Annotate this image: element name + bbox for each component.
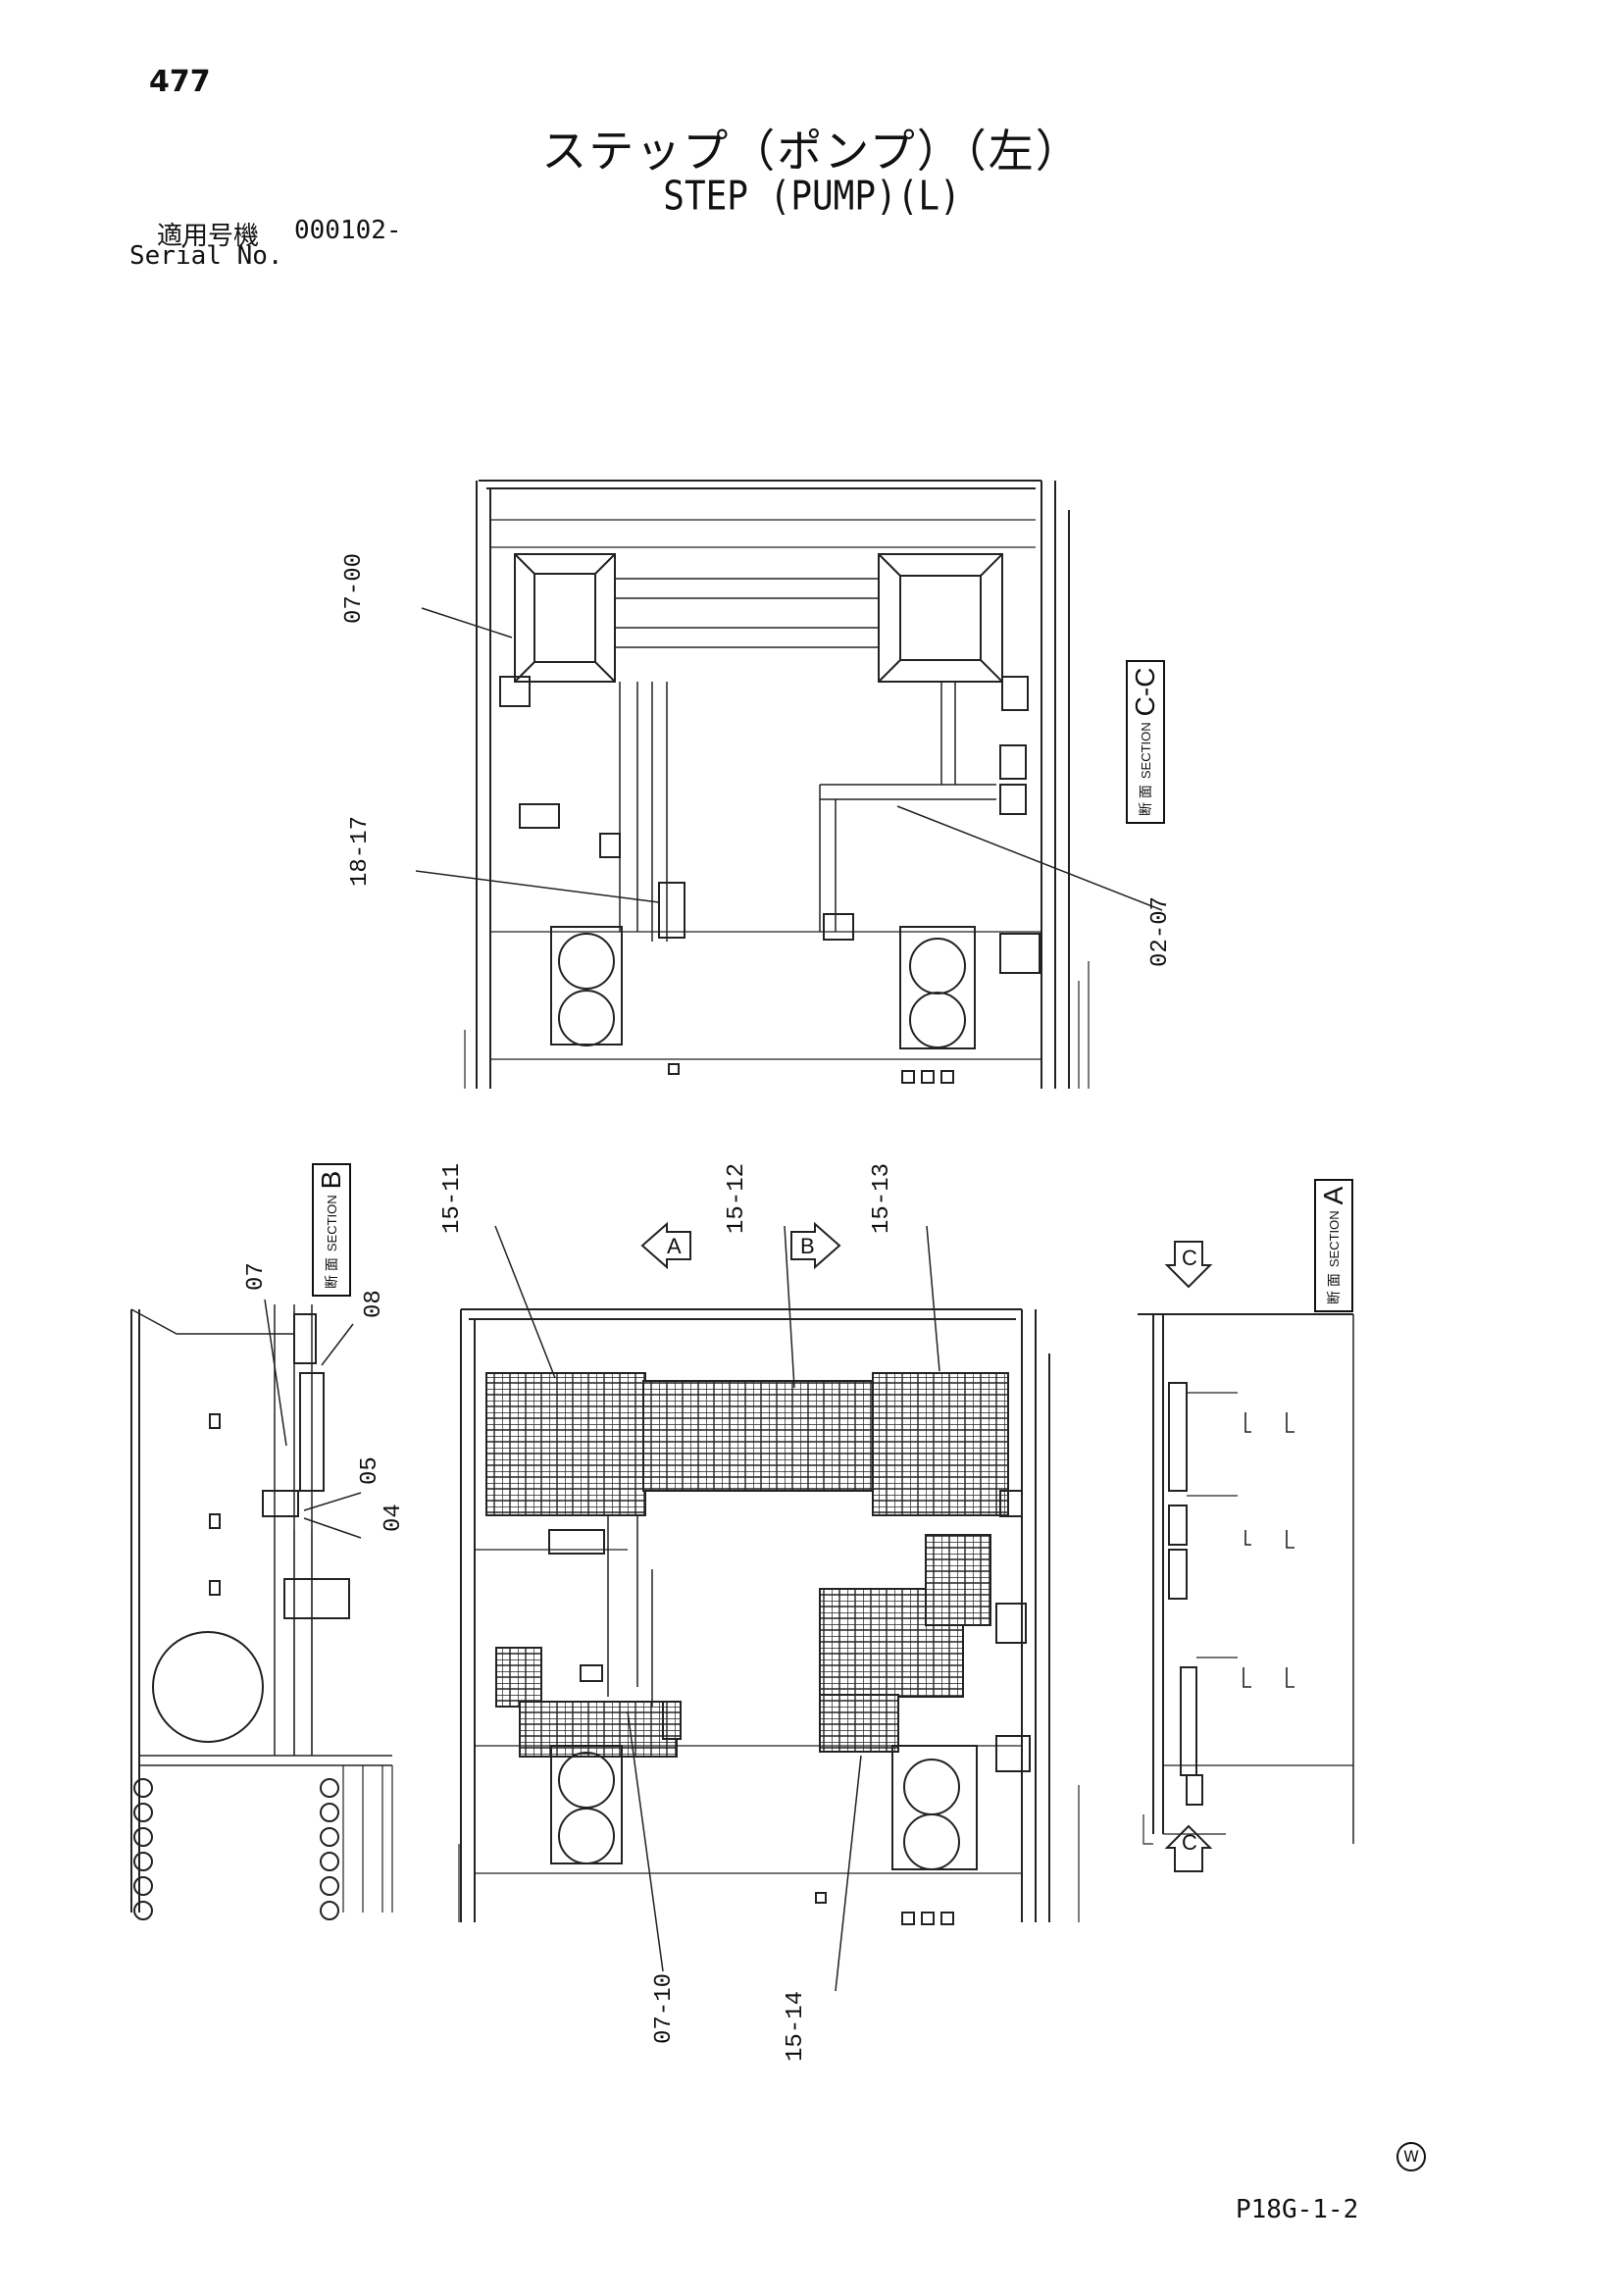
view-arrow-b-letter: B [800,1234,815,1258]
callout-02-07: 02-07 [1147,895,1174,967]
section-a-letter: A [1318,1186,1348,1205]
view-arrow-c-bottom-letter: C [1182,1830,1197,1855]
section-cc-letter: C-C [1130,667,1160,717]
watermark-symbol: W [1396,2142,1426,2171]
callout-15-13: 15-13 [869,1162,895,1234]
section-cc-en: SECTION [1138,722,1153,780]
section-a-jp: 断 面 [1325,1273,1342,1304]
footer-code: P18G-1-2 [1236,2195,1359,2224]
callout-07-10: 07-10 [651,1972,678,2044]
section-b-en: SECTION [324,1195,339,1252]
callout-07: 07 [243,1262,270,1291]
view-arrow-c-bottom [1164,1824,1213,1872]
section-label-b: 断 面 SECTION B [312,1162,351,1297]
section-cc-jp: 断 面 [1137,785,1153,816]
view-arrow-b [790,1221,841,1270]
section-label-cc: 断 面 SECTION C-C [1126,659,1165,824]
section-label-a: 断 面 SECTION A [1314,1178,1353,1312]
section-a-en: SECTION [1326,1210,1342,1268]
section-a-view [458,1225,1080,1992]
view-arrow-a-letter: A [667,1234,682,1258]
callout-15-11: 15-11 [439,1162,466,1234]
view-arrow-c-top [1164,1241,1213,1289]
view-arrow-a [640,1221,691,1270]
page-number: 477 [149,65,211,99]
section-c-view [1138,1313,1354,1845]
section-b-jp: 断 面 [323,1257,339,1289]
callout-05: 05 [357,1456,383,1485]
callout-04: 04 [381,1504,407,1532]
section-b-view [130,1299,393,1920]
callout-07-00: 07-00 [341,552,368,624]
section-cc-view [415,480,1163,1089]
title-english: STEP (PUMP)(L) [663,173,961,221]
serial-label-english: Serial No. [129,241,283,271]
callout-08: 08 [361,1290,387,1318]
serial-label-japanese: 適用号機 [157,222,260,251]
section-b-letter: B [316,1170,346,1190]
callout-15-14: 15-14 [783,1990,809,2062]
title-japanese: ステップ（ポンプ）（左） [541,125,1083,178]
serial-number: 000102- [294,216,402,245]
callout-15-12: 15-12 [724,1162,750,1234]
callout-18-17: 18-17 [347,815,374,887]
view-arrow-c-top-letter: C [1182,1246,1197,1270]
